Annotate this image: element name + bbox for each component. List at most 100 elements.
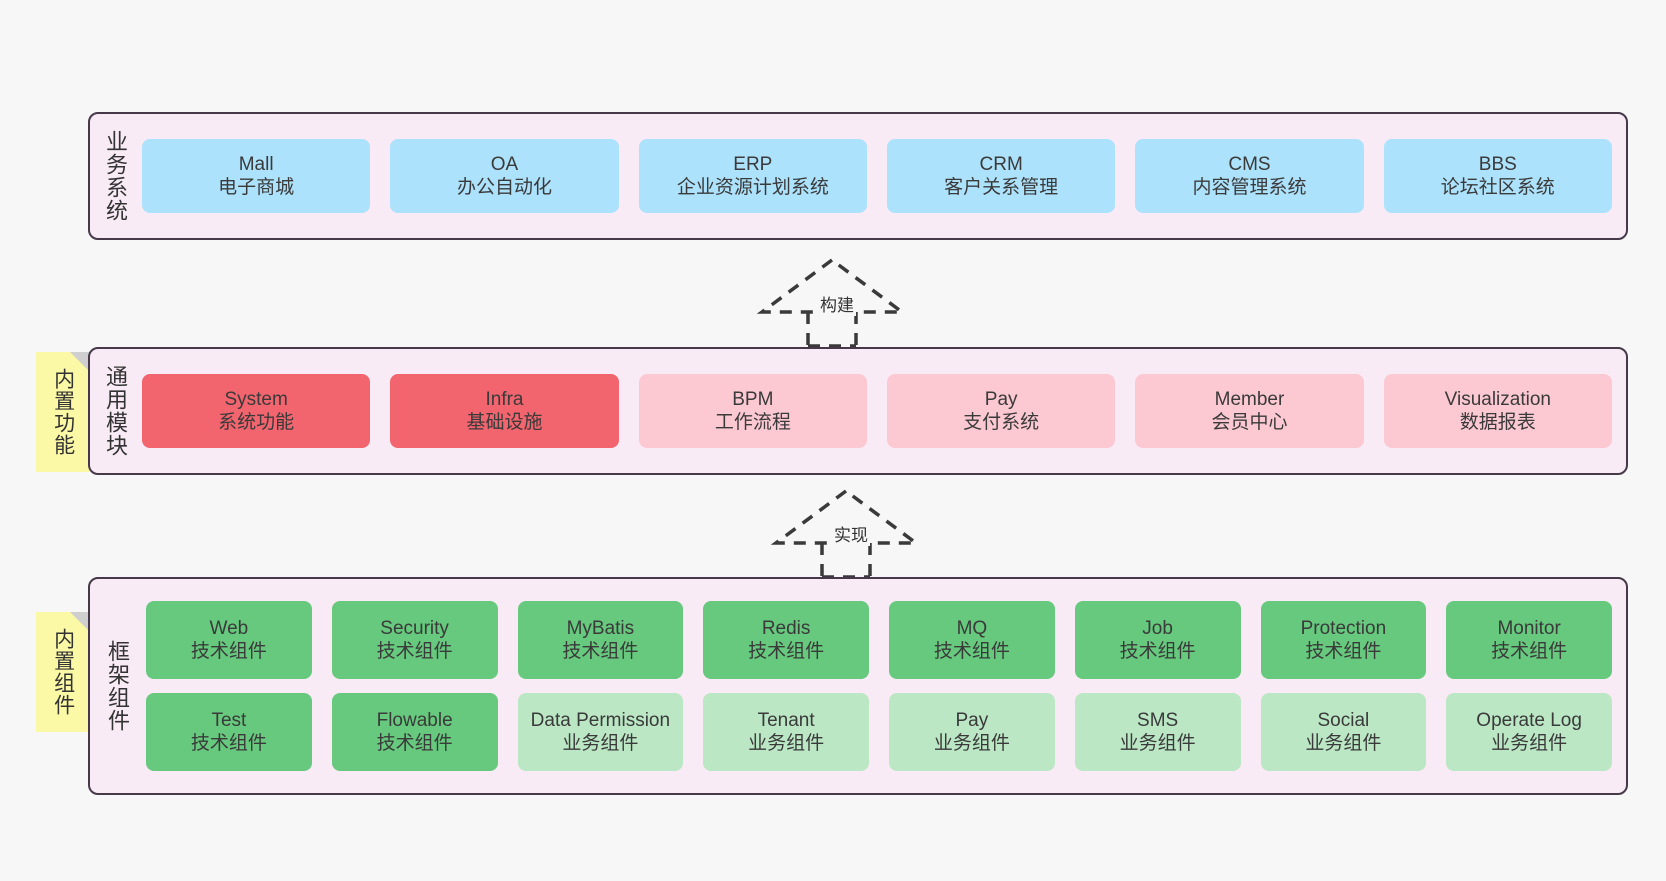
card-subtitle: 技术组件 [748,641,825,662]
card-title: ERP [733,153,773,175]
card-title: MyBatis [566,617,635,639]
card-title: MQ [956,617,988,639]
card-title: Job [1142,617,1173,639]
card-title: Mall [238,153,274,175]
card-subtitle: 技术组件 [1119,641,1196,662]
card-subtitle: 技术组件 [190,641,267,662]
card-subtitle: 业务组件 [1305,733,1382,754]
card-mq[interactable]: MQ 技术组件 [889,601,1055,679]
card-title: Protection [1300,617,1387,639]
card-subtitle: 办公自动化 [456,177,552,198]
card-title: Data Permission [530,709,671,731]
card-subtitle: 电子商城 [218,177,295,198]
card-cms[interactable]: CMS 内容管理系统 [1135,139,1364,213]
card-pay[interactable]: Pay 支付系统 [886,374,1116,448]
card-erp[interactable]: ERP 企业资源计划系统 [638,139,867,213]
card-title: Tenant [757,709,815,731]
card-grid-business-systems: Mall 电子商城 OA 办公自动化 ERP 企业资源计划系统 CRM 客户关系… [136,114,1626,238]
card-title: BBS [1478,153,1517,175]
card-security[interactable]: Security 技术组件 [331,601,498,679]
card-subtitle: 支付系统 [963,412,1040,433]
card-subtitle: 业务组件 [1491,733,1568,754]
card-subtitle: 技术组件 [190,733,267,754]
card-sms[interactable]: SMS 业务组件 [1074,693,1241,771]
card-subtitle: 业务组件 [562,733,639,754]
card-pay-business[interactable]: Pay 业务组件 [889,693,1055,771]
card-flowable[interactable]: Flowable 技术组件 [331,693,498,771]
card-subtitle: 技术组件 [1305,641,1382,662]
card-title: Monitor [1497,617,1561,639]
page-fold-icon [70,352,90,372]
card-title: Test [211,709,247,731]
card-subtitle: 业务组件 [748,733,825,754]
card-grid-common-modules: System 系统功能 Infra 基础设施 BPM 工作流程 Pay 支付系统… [136,349,1626,473]
card-subtitle: 技术组件 [1491,641,1568,662]
card-mall[interactable]: Mall 电子商城 [142,139,371,213]
card-tenant[interactable]: Tenant 业务组件 [703,693,869,771]
card-system[interactable]: System 系统功能 [142,374,371,448]
card-web[interactable]: Web 技术组件 [146,601,312,679]
card-row: Test 技术组件 Flowable 技术组件 Data Permission … [146,693,1612,771]
card-title: SMS [1137,709,1179,731]
sticky-note-builtin-components: 内置组件 [36,612,90,732]
layer-title-framework-components: 框架组件 [104,640,130,732]
card-title: BPM [732,388,774,410]
card-subtitle: 业务组件 [933,733,1010,754]
card-bbs[interactable]: BBS 论坛社区系统 [1383,139,1612,213]
card-infra[interactable]: Infra 基础设施 [390,374,619,448]
card-row: Mall 电子商城 OA 办公自动化 ERP 企业资源计划系统 CRM 客户关系… [142,139,1612,213]
card-subtitle: 业务组件 [1119,733,1196,754]
card-crm[interactable]: CRM 客户关系管理 [886,139,1116,213]
card-title: Visualization [1444,388,1551,410]
card-subtitle: 会员中心 [1211,412,1288,433]
connector-build-label: 构建 [818,291,856,316]
card-title: CRM [979,153,1023,175]
card-row: System 系统功能 Infra 基础设施 BPM 工作流程 Pay 支付系统… [142,374,1612,448]
card-title: Social [1317,709,1370,731]
card-title: Operate Log [1476,709,1582,731]
card-protection[interactable]: Protection 技术组件 [1260,601,1427,679]
page-fold-icon [70,612,90,632]
card-title: Flowable [376,709,453,731]
card-subtitle: 技术组件 [562,641,639,662]
card-row: Web 技术组件 Security 技术组件 MyBatis 技术组件 Redi… [146,601,1612,679]
card-title: Web [209,617,249,639]
card-subtitle: 客户关系管理 [944,177,1059,198]
card-title: Security [380,617,449,639]
sticky-note-label: 内置功能 [51,368,75,456]
sticky-note-label: 内置组件 [51,628,75,716]
card-social[interactable]: Social 业务组件 [1260,693,1427,771]
layer-common-modules: 通用模块 System 系统功能 Infra 基础设施 BPM 工作流程 Pay… [88,347,1628,475]
card-subtitle: 系统功能 [218,412,295,433]
card-title: Infra [485,388,524,410]
card-data-permission[interactable]: Data Permission 业务组件 [517,693,684,771]
card-subtitle: 基础设施 [466,412,543,433]
card-mybatis[interactable]: MyBatis 技术组件 [517,601,684,679]
card-oa[interactable]: OA 办公自动化 [390,139,619,213]
card-title: CMS [1228,153,1271,175]
card-monitor[interactable]: Monitor 技术组件 [1446,601,1612,679]
card-title: Pay [955,709,989,731]
card-title: OA [490,153,519,175]
card-bpm[interactable]: BPM 工作流程 [638,374,867,448]
card-test[interactable]: Test 技术组件 [146,693,312,771]
card-title: System [224,388,288,410]
card-redis[interactable]: Redis 技术组件 [703,601,869,679]
card-operate-log[interactable]: Operate Log 业务组件 [1446,693,1612,771]
connector-implement-label: 实现 [832,521,870,546]
card-title: Pay [984,388,1018,410]
card-visualization[interactable]: Visualization 数据报表 [1383,374,1612,448]
card-subtitle: 技术组件 [933,641,1010,662]
card-subtitle: 企业资源计划系统 [676,177,829,198]
card-subtitle: 内容管理系统 [1192,177,1307,198]
card-subtitle: 论坛社区系统 [1440,177,1555,198]
card-title: Member [1214,388,1285,410]
card-subtitle: 技术组件 [376,641,453,662]
card-grid-framework-components: Web 技术组件 Security 技术组件 MyBatis 技术组件 Redi… [140,579,1626,793]
card-subtitle: 数据报表 [1459,412,1536,433]
card-job[interactable]: Job 技术组件 [1074,601,1241,679]
sticky-note-builtin-features: 内置功能 [36,352,90,472]
card-member[interactable]: Member 会员中心 [1135,374,1364,448]
layer-framework-components: 框架组件 Web 技术组件 Security 技术组件 MyBatis 技术组件… [88,577,1628,795]
